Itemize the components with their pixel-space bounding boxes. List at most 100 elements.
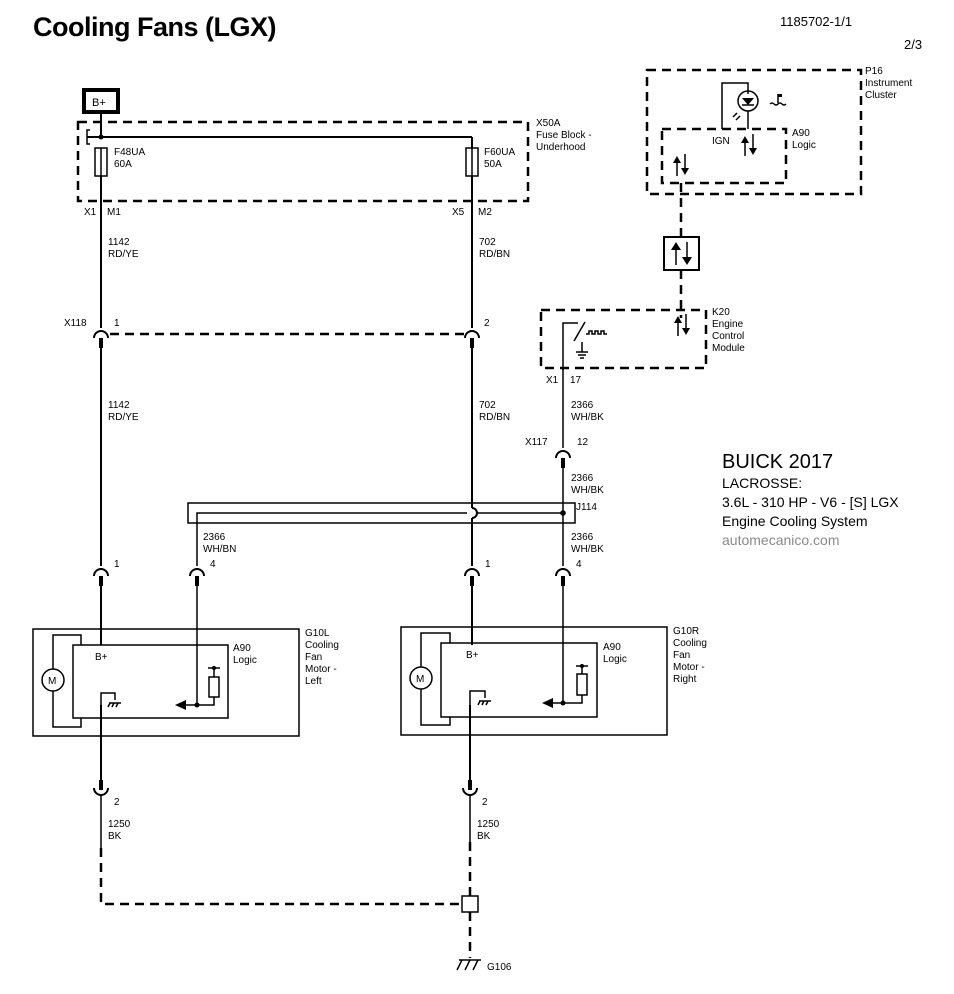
ground-icon	[576, 342, 588, 359]
fuse-block-name-2: Underhood	[536, 142, 585, 153]
module-name: Cooling	[305, 640, 339, 651]
wire-color: BK	[477, 831, 491, 842]
motor-label: M	[416, 674, 424, 685]
wire-color: RD/BN	[479, 249, 510, 260]
engine-control-module: K20 Engine Control Module X1 17	[539, 307, 745, 386]
fuse-block: X50A Fuse Block - Underhood F48UA 60A F6…	[76, 112, 592, 218]
module-name: Instrument	[865, 78, 912, 89]
ign-label: IGN	[712, 136, 730, 147]
wire-color: RD/YE	[108, 412, 139, 423]
logic-label: Logic	[603, 654, 627, 665]
wire-circuit: 702	[479, 400, 496, 411]
page-title: Cooling Fans (LGX)	[33, 12, 276, 42]
module-name: Module	[712, 343, 745, 354]
gateway-icon	[663, 236, 700, 271]
pin-label: 12	[577, 437, 589, 448]
fuse-block-name: Fuse Block -	[536, 130, 592, 141]
wire-circuit: 2366	[571, 400, 594, 411]
connector-label: X1	[546, 375, 559, 386]
resistor-icon	[208, 676, 220, 698]
logic-id: A90	[603, 642, 621, 653]
pin-label: 2	[484, 318, 490, 329]
light-emit-icon	[732, 112, 741, 121]
page-number: 2/3	[904, 37, 923, 52]
wire-circuit: 2366	[571, 532, 594, 543]
fuse-f48ua-id: F48UA	[114, 147, 145, 158]
connector-x118: X118 1 2	[64, 318, 490, 348]
bidirectional-arrow-icon	[741, 134, 757, 156]
power-label: B+	[92, 97, 106, 109]
fan-motor-right: G10R Cooling Fan Motor - Right A90 Logic…	[400, 626, 707, 780]
ground-icon	[477, 700, 491, 706]
motor-icon	[409, 666, 433, 690]
connector-id: X118	[64, 318, 87, 329]
wire-color: RD/BN	[479, 412, 510, 423]
wire-circuit: 1142	[108, 237, 130, 248]
wire-circuit: 2366	[203, 532, 226, 543]
wire-circuit: 702	[479, 237, 496, 248]
fuse-f60ua-id: F60UA	[484, 147, 515, 158]
power-source: B+	[82, 88, 120, 114]
splice-pack-j114: 2366 WH/BN	[187, 502, 576, 566]
module-id: G10L	[305, 628, 330, 639]
module-name: Cluster	[865, 90, 897, 101]
wire-color: WH/BK	[571, 412, 604, 423]
wire-color: BK	[108, 831, 122, 842]
system-name: Engine Cooling System	[722, 513, 868, 529]
module-name: Left	[305, 676, 322, 687]
connector-label: X1	[84, 207, 97, 218]
module-name: Fan	[673, 650, 690, 661]
logic-label: Logic	[792, 140, 816, 151]
logic-id: A90	[233, 643, 251, 654]
ground-id: G106	[487, 962, 512, 973]
serial-data-link	[663, 183, 700, 318]
make-year: BUICK 2017	[722, 451, 834, 473]
module-name: Motor -	[305, 664, 337, 675]
fuse-f48ua-rating: 60A	[114, 159, 132, 170]
module-id: K20	[712, 307, 730, 318]
left-feed-wire: 1142 RD/YE 1142 RD/YE	[100, 176, 139, 566]
logic-label: Logic	[233, 655, 257, 666]
instrument-cluster: P16 Instrument Cluster A90 Logic IGN	[645, 66, 912, 196]
bidirectional-arrow-icon	[673, 154, 689, 176]
fuse-f60ua-rating: 50A	[484, 159, 502, 170]
wire-color: WH/BK	[571, 544, 604, 555]
pin-label: 1	[114, 559, 120, 570]
connector-id: X117	[525, 437, 548, 448]
pin-label: 1	[114, 318, 120, 329]
wire-circuit: 1142	[108, 400, 130, 411]
document-id: 1185702-1/1	[780, 14, 853, 29]
ecm-signal-wire: 2366 WH/BK X117 12 2366 WH/BK J114 2366 …	[525, 368, 604, 566]
pin-label: 4	[210, 559, 216, 570]
logic-id: A90	[792, 128, 810, 139]
wire-circuit: 1250	[477, 819, 500, 830]
switch-icon	[573, 321, 586, 342]
splice-id: J114	[576, 502, 597, 513]
wire-color: RD/YE	[108, 249, 139, 260]
pin-label: M1	[107, 207, 121, 218]
chassis-ground-icon	[456, 959, 481, 971]
ground-circuit: 2 1250 BK 2 1250 BK G106	[93, 780, 512, 973]
pin-label: 1	[485, 559, 491, 570]
module-id: P16	[865, 66, 883, 77]
connector-label: X5	[452, 207, 465, 218]
module-name: Right	[673, 674, 697, 685]
module-id: G10R	[673, 626, 699, 637]
wire-color: WH/BK	[571, 485, 604, 496]
module-name: Fan	[305, 652, 322, 663]
fan-motor-left: G10L Cooling Fan Motor - Left A90 Logic …	[32, 628, 339, 780]
resistor-icon	[576, 673, 588, 696]
arrow-icon	[542, 698, 553, 708]
pin-label: 17	[570, 375, 582, 386]
motor-icon	[41, 668, 65, 692]
right-feed-wire: 702 RD/BN 702 RD/BN	[471, 176, 510, 566]
wire-circuit: 2366	[571, 473, 594, 484]
ground-icon	[107, 702, 121, 708]
arrow-icon	[175, 700, 186, 710]
wire-circuit: 1250	[108, 819, 131, 830]
bplus-label: B+	[95, 652, 108, 663]
splice-block-icon	[461, 895, 479, 913]
module-name: Engine	[712, 319, 744, 330]
module-name: Motor -	[673, 662, 705, 673]
